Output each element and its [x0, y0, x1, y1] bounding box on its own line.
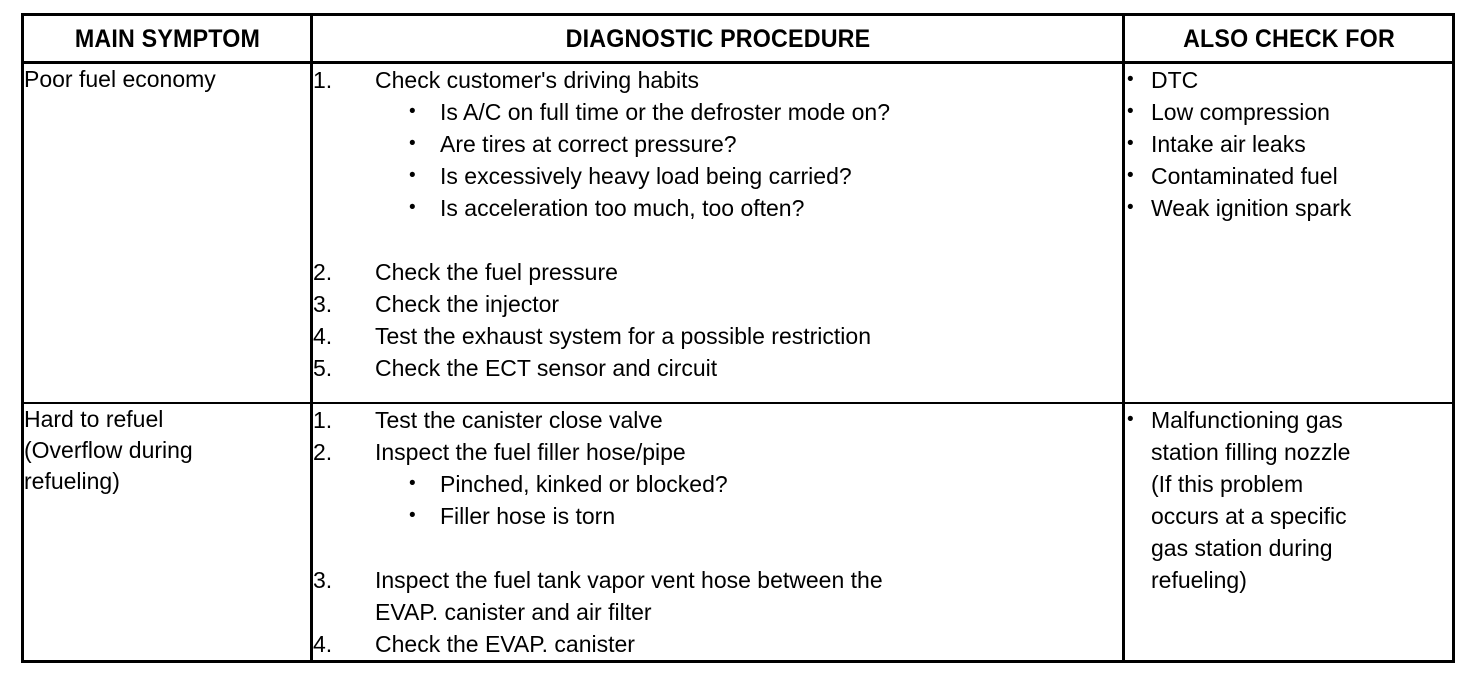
procedure-subitem-text: Are tires at correct pressure?	[440, 131, 737, 157]
bullet-icon: •	[409, 133, 416, 154]
symptom-cell: Poor fuel economy	[22, 62, 313, 404]
procedure-item-number: 3.	[313, 566, 333, 593]
header-main-symptom: MAIN SYMPTOM	[32, 14, 303, 64]
procedure-item: 3. Check the injector	[313, 288, 1122, 320]
procedure-item-text: Check the injector	[375, 291, 560, 317]
also-check-list: • Malfunctioning gas station filling noz…	[1125, 404, 1452, 596]
bullet-icon: •	[409, 504, 416, 526]
procedure-list: 1. Check customer's driving habits • Is …	[313, 64, 1122, 384]
header-diagnostic-procedure: DIAGNOSTIC PROCEDURE	[339, 14, 1097, 64]
procedure-list: 1. Test the canister close valve 2. Insp…	[313, 404, 1122, 660]
header-diagnostic-procedure-label: DIAGNOSTIC PROCEDURE	[565, 24, 870, 53]
procedure-item-text: Test the canister close valve	[375, 406, 663, 433]
procedure-item: 2. Check the fuel pressure	[313, 256, 1122, 288]
procedure-item: 1. Test the canister close valve	[313, 404, 1122, 436]
also-check-list: • DTC • Low compression • Intake air lea…	[1125, 64, 1452, 224]
bullet-icon: •	[409, 101, 416, 122]
bullet-icon: •	[1127, 197, 1134, 218]
bullet-icon: •	[409, 472, 416, 494]
procedure-item: 4. Check the EVAP. canister	[313, 628, 1122, 660]
procedure-subitem: • Pinched, kinked or blocked?	[397, 468, 1122, 500]
procedure-item: 3. Inspect the fuel tank vapor vent hose…	[313, 564, 1122, 628]
procedure-subitem-text: Is excessively heavy load being carried?	[440, 163, 852, 189]
bullet-icon: •	[1127, 69, 1134, 90]
procedure-item-text: Check the ECT sensor and circuit	[375, 355, 718, 381]
procedure-cell: 1. Test the canister close valve 2. Insp…	[311, 402, 1125, 662]
also-check-cell: • Malfunctioning gas station filling noz…	[1123, 402, 1454, 662]
bullet-icon: •	[1127, 408, 1134, 430]
bullet-icon: •	[409, 165, 416, 186]
bullet-icon: •	[1127, 133, 1134, 154]
procedure-item-number: 5.	[313, 355, 333, 381]
header-also-check-for: ALSO CHECK FOR	[1135, 14, 1442, 64]
procedure-item: 1. Check customer's driving habits • Is …	[313, 64, 1122, 224]
table-header: MAIN SYMPTOM DIAGNOSTIC PROCEDURE ALSO C…	[23, 14, 1454, 64]
diagnostic-symptom-table: MAIN SYMPTOM DIAGNOSTIC PROCEDURE ALSO C…	[21, 13, 1455, 663]
procedure-item-text: Check the fuel pressure	[375, 259, 618, 285]
procedure-item-text: Inspect the fuel tank vapor vent hose be…	[375, 566, 883, 625]
procedure-item-number: 2.	[313, 259, 333, 285]
also-check-item: • Low compression	[1125, 96, 1452, 128]
symptom-cell: Hard to refuel (Overflow during refuelin…	[22, 402, 313, 662]
table-row: Hard to refuel (Overflow during refuelin…	[22, 402, 1454, 662]
bullet-icon: •	[1127, 101, 1134, 122]
procedure-subitem: • Is A/C on full time or the defroster m…	[397, 96, 1122, 128]
procedure-item-number: 2.	[313, 438, 333, 465]
table-header-row: MAIN SYMPTOM DIAGNOSTIC PROCEDURE ALSO C…	[23, 14, 1454, 64]
also-check-item: • DTC	[1125, 64, 1452, 96]
procedure-subitem-text: Pinched, kinked or blocked?	[440, 470, 728, 497]
also-check-item-text: Weak ignition spark	[1151, 195, 1352, 221]
procedure-subitem-text: Is A/C on full time or the defroster mod…	[440, 99, 891, 125]
header-main-symptom-label: MAIN SYMPTOM	[74, 24, 260, 53]
also-check-item: • Malfunctioning gas station filling noz…	[1125, 404, 1452, 596]
procedure-sublist: • Is A/C on full time or the defroster m…	[375, 96, 1122, 224]
procedure-item: 2. Inspect the fuel filler hose/pipe • P…	[313, 436, 1122, 532]
procedure-subitem: • Are tires at correct pressure?	[397, 128, 1122, 160]
also-check-item: • Weak ignition spark	[1125, 192, 1452, 224]
procedure-item-number: 1.	[313, 67, 333, 93]
procedure-subitem: • Filler hose is torn	[397, 500, 1122, 532]
header-also-check-for-label: ALSO CHECK FOR	[1182, 24, 1395, 53]
bullet-icon: •	[1127, 165, 1134, 186]
table-body: Poor fuel economy 1. Check customer's dr…	[22, 62, 1454, 662]
bullet-icon: •	[409, 197, 416, 218]
procedure-item-text: Test the exhaust system for a possible r…	[375, 323, 871, 349]
procedure-item-text: Check customer's driving habits	[375, 67, 699, 93]
procedure-item: 5. Check the ECT sensor and circuit	[313, 352, 1122, 384]
also-check-item-text: DTC	[1151, 67, 1199, 93]
procedure-item: 4. Test the exhaust system for a possibl…	[313, 320, 1122, 352]
also-check-item: • Contaminated fuel	[1125, 160, 1452, 192]
also-check-item-text: Contaminated fuel	[1151, 163, 1338, 189]
table-row: Poor fuel economy 1. Check customer's dr…	[22, 62, 1454, 404]
also-check-item-text: Low compression	[1151, 99, 1330, 125]
procedure-subitem-text: Filler hose is torn	[440, 502, 616, 529]
also-check-item-text: Malfunctioning gas station filling nozzl…	[1151, 406, 1351, 593]
procedure-sublist: • Pinched, kinked or blocked? • Filler h…	[375, 468, 1122, 532]
also-check-cell: • DTC • Low compression • Intake air lea…	[1123, 62, 1454, 404]
procedure-subitem-text: Is acceleration too much, too often?	[440, 195, 805, 221]
also-check-item: • Intake air leaks	[1125, 128, 1452, 160]
procedure-subitem: • Is excessively heavy load being carrie…	[397, 160, 1122, 192]
also-check-item-text: Intake air leaks	[1151, 131, 1306, 157]
procedure-item-text: Inspect the fuel filler hose/pipe	[375, 438, 686, 465]
procedure-item-text: Check the EVAP. canister	[375, 630, 635, 657]
procedure-item-number: 4.	[313, 323, 333, 349]
symptom-label: Hard to refuel (Overflow during refuelin…	[24, 405, 193, 494]
procedure-subitem: • Is acceleration too much, too often?	[397, 192, 1122, 224]
procedure-item-number: 1.	[313, 406, 333, 433]
procedure-item-number: 3.	[313, 291, 333, 317]
procedure-item-number: 4.	[313, 630, 333, 657]
procedure-cell: 1. Check customer's driving habits • Is …	[311, 62, 1125, 404]
symptom-label: Poor fuel economy	[24, 66, 216, 92]
